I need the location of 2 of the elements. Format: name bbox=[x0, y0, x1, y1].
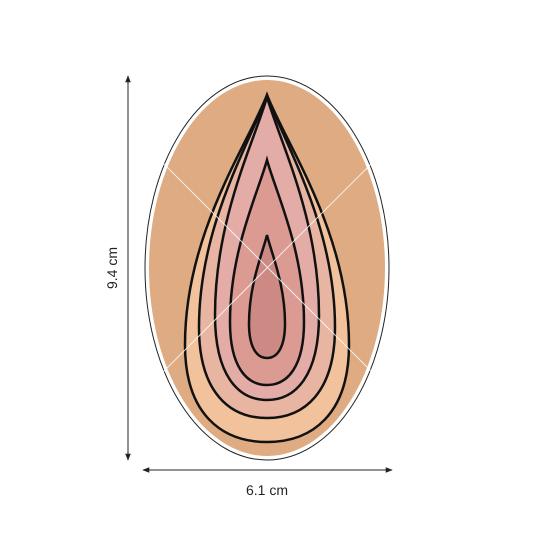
dimension-label: 6.1 cm bbox=[246, 481, 288, 500]
dimension-label: 9.4 cm bbox=[102, 247, 120, 290]
